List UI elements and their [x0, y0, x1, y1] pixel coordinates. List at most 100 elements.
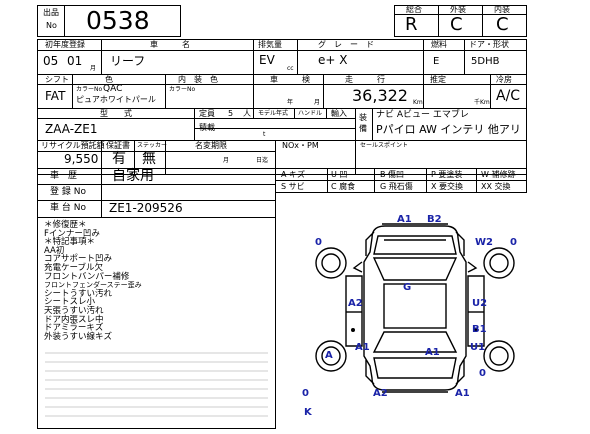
note-line: シートうすい汚れ — [44, 288, 113, 299]
note-line: ＊特記事項＊ — [44, 237, 96, 248]
note-line: 外装うすい線キズ — [44, 331, 113, 342]
mark-left-fender: 0 — [315, 237, 322, 248]
mark-bottom-left: 0 — [302, 388, 309, 399]
mark-right-rear-door: B1 — [472, 324, 487, 335]
history-value: 自家用 — [112, 168, 154, 184]
color-code: QAC — [103, 84, 123, 94]
ac: A/C — [496, 88, 521, 104]
mark-front-center: B2 — [427, 214, 442, 225]
mark-right-front-door: U2 — [472, 298, 488, 309]
label-fuel: 燃料 — [431, 40, 447, 49]
label-car-name: 車 名 — [150, 40, 190, 49]
legend-g: G 飛石傷 — [380, 182, 413, 191]
mark-rear-center: A1 — [425, 347, 440, 358]
month-unit: 月 — [90, 65, 97, 72]
mark-roof: G — [403, 282, 412, 293]
score-label-interior: 内装 — [494, 5, 510, 14]
displacement: EV — [259, 53, 275, 67]
note-line: フロントバンパー補修 — [44, 271, 130, 282]
equipment-line2: Pパイロ AW インテリ 他アリ — [376, 123, 521, 136]
model-code: ZAA-ZE1 — [45, 122, 98, 136]
note-line: ドアミラーキズ — [44, 323, 104, 334]
first-registration-year: 05 — [43, 54, 59, 68]
lot-label-top: 出品 — [43, 8, 59, 17]
legend-a: A キズ — [281, 170, 306, 179]
lot-number: 0538 — [86, 6, 150, 35]
mark-rear-bumper-left: A2 — [373, 388, 388, 399]
mark-left-rear-wheel: A — [325, 350, 333, 361]
label-capacity: 定員 — [199, 109, 215, 118]
label-displacement: 排気量 — [258, 40, 282, 49]
mark-front-left: A1 — [397, 214, 412, 225]
legend-xx: XX 交換 — [481, 182, 511, 191]
label-chassis-no: 車 台 No — [50, 203, 86, 213]
label-nox-pm: NOx・PM — [282, 141, 319, 150]
recycle-amount: 9,550 — [64, 152, 99, 166]
label-sticker: ステッカー — [137, 142, 168, 149]
color-no-label: カラーNo — [76, 86, 103, 93]
mark-right-rear: U1 — [470, 342, 486, 353]
label-history: 車 歴 — [50, 171, 78, 181]
score-label-exterior: 外装 — [450, 5, 466, 14]
capacity-unit: 人 — [243, 109, 251, 118]
legend-s: S サビ — [281, 182, 305, 191]
inspection-month-unit: 月 — [314, 99, 321, 106]
note-line: AA初 — [44, 245, 65, 256]
mark-right-mirror: W2 — [475, 237, 493, 248]
label-load: 積載 — [199, 123, 215, 132]
legend-p: P 要塗装 — [431, 170, 463, 179]
shift: FAT — [45, 89, 66, 103]
score-exterior: C — [450, 14, 463, 35]
label-estimate: 推定 — [430, 75, 446, 84]
color-name: ピュアホワイトパール — [76, 95, 156, 104]
label-registration-deadline: 名変期限 — [195, 141, 227, 150]
fuel: E — [433, 56, 440, 67]
label-model: 型 式 — [100, 109, 132, 118]
mileage: 36,322 — [352, 86, 408, 105]
note-line: 天張うすい汚れ — [44, 305, 104, 316]
label-interior-color: 内 装 色 — [178, 75, 218, 84]
legend-x: X 要交換 — [431, 182, 464, 191]
car-name: リーフ — [110, 54, 146, 68]
warranty-value: 有 — [112, 151, 126, 167]
cc-unit: cc — [287, 65, 294, 72]
score-interior: C — [496, 14, 509, 35]
label-sales-point: セールスポイント — [360, 142, 409, 149]
legend-c: C 腐食 — [331, 182, 356, 191]
interior-color-no-label: カラーNo — [169, 86, 196, 93]
mark-right-rear-wheel: 0 — [479, 368, 486, 379]
thousand-km-unit: 千Km — [474, 99, 490, 106]
registration-month-unit: 月 — [223, 157, 230, 164]
inspection-year-unit: 年 — [287, 99, 294, 106]
lot-label-bottom: No — [46, 21, 57, 30]
mark-bottom-k: K — [304, 407, 312, 418]
load-unit: t — [263, 131, 266, 138]
note-line: フロントフェンダーステー歪み — [44, 281, 142, 290]
label-handle: ハンドル — [298, 110, 323, 117]
label-registration-no: 登 録 No — [50, 187, 86, 197]
mark-left-front-door: A2 — [348, 298, 363, 309]
notes-list: ＊修復歴＊ Fインナー凹み ＊特記事項＊ AA初 コアサポート凹み 充電ケーブル… — [44, 221, 142, 341]
label-inspection: 車 検 — [270, 75, 310, 84]
capacity: 5 — [228, 109, 234, 118]
mark-rear-bumper-right: A1 — [455, 388, 470, 399]
score-label-overall: 総合 — [406, 5, 422, 14]
label-door-shape: ドア・形状 — [469, 40, 509, 49]
label-equipment: 装備 — [359, 113, 367, 133]
label-model-year: モデル年式 — [258, 110, 289, 117]
label-warranty: 保証書 — [106, 141, 130, 150]
label-shift: シフト — [45, 75, 69, 84]
label-grade: グ レ ー ド — [318, 40, 374, 49]
mark-right-fender: 0 — [510, 237, 517, 248]
first-registration-month: 01 — [67, 54, 83, 68]
legend-b: B 傷凹 — [380, 170, 405, 179]
label-first-registration: 初年度登録 — [45, 40, 85, 49]
note-line: ＊修復歴＊ — [44, 220, 87, 230]
label-import: 輸入 — [331, 109, 347, 118]
equipment-line1: ナビ Aビュー エマブレ — [376, 110, 469, 120]
chassis-number: ZE1-209526 — [109, 201, 183, 215]
door-shape: 5DHB — [471, 56, 500, 67]
registration-day-unit: 日迄 — [256, 157, 269, 164]
